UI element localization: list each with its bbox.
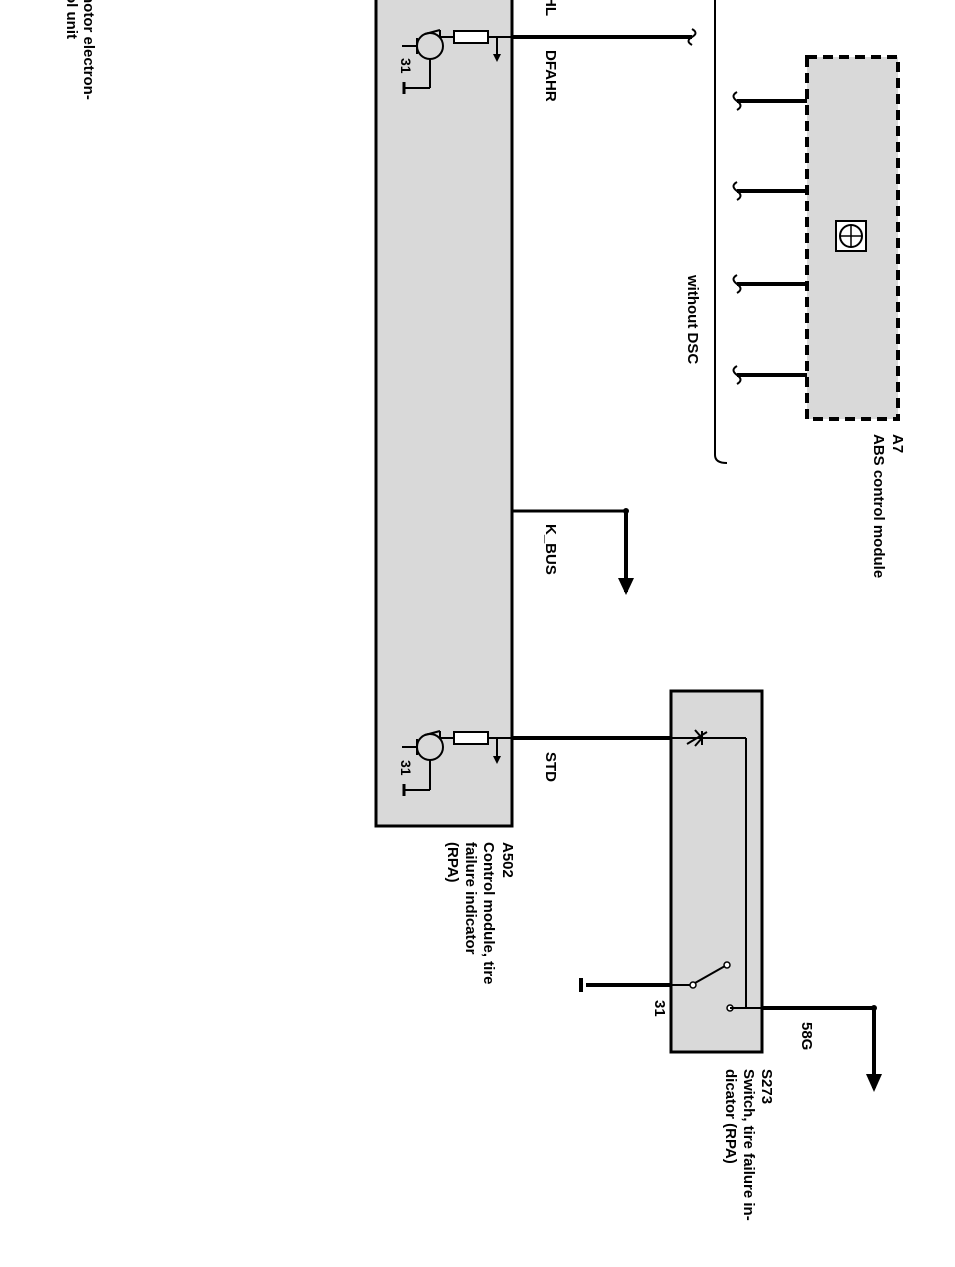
s273-switch-box xyxy=(669,689,764,1054)
a502-output-transistor-bottom xyxy=(402,730,512,796)
without-dsc-note: without DSC xyxy=(684,274,701,364)
signal-label-std: STD xyxy=(542,752,559,782)
s273-internal-circuit xyxy=(671,729,762,1012)
left-cutoff-line1: notor electron- xyxy=(80,0,97,100)
signal-label-top-cut: HL xyxy=(542,0,559,16)
a7-connector-pins xyxy=(732,91,807,385)
a502-name-line1: Control module, tire xyxy=(480,842,497,985)
a502-name-line3: (RPA) xyxy=(444,842,461,883)
without-dsc-bracket xyxy=(714,0,728,464)
s273-supply-label: 58G xyxy=(798,1022,815,1050)
s273-id-label: S273 xyxy=(758,1069,775,1104)
s273-name-line2: dicator (RPA) xyxy=(722,1069,739,1164)
a502-output-transistor-top xyxy=(402,29,512,94)
signal-label-dfahr: DFAHR xyxy=(542,50,559,102)
a502-ground-label-top: 31 xyxy=(398,58,414,74)
signal-label-k-bus: K_BUS xyxy=(542,524,559,575)
s273-ground-label: 31 xyxy=(651,1000,668,1017)
a502-ground-label-bottom: 31 xyxy=(398,760,414,776)
bmw-roundel-icon xyxy=(835,220,867,252)
a502-id-label: A502 xyxy=(499,842,516,878)
wire-break-mark xyxy=(687,28,697,46)
left-cutoff-line2: ol unit xyxy=(63,0,80,39)
a502-module-box xyxy=(374,0,514,828)
a502-name-line2: failure indicator xyxy=(462,842,479,955)
a7-name-label: ABS control module xyxy=(870,434,887,578)
s273-name-line1: Switch, tire failure in- xyxy=(740,1069,757,1221)
a7-id-label: A7 xyxy=(889,434,906,453)
